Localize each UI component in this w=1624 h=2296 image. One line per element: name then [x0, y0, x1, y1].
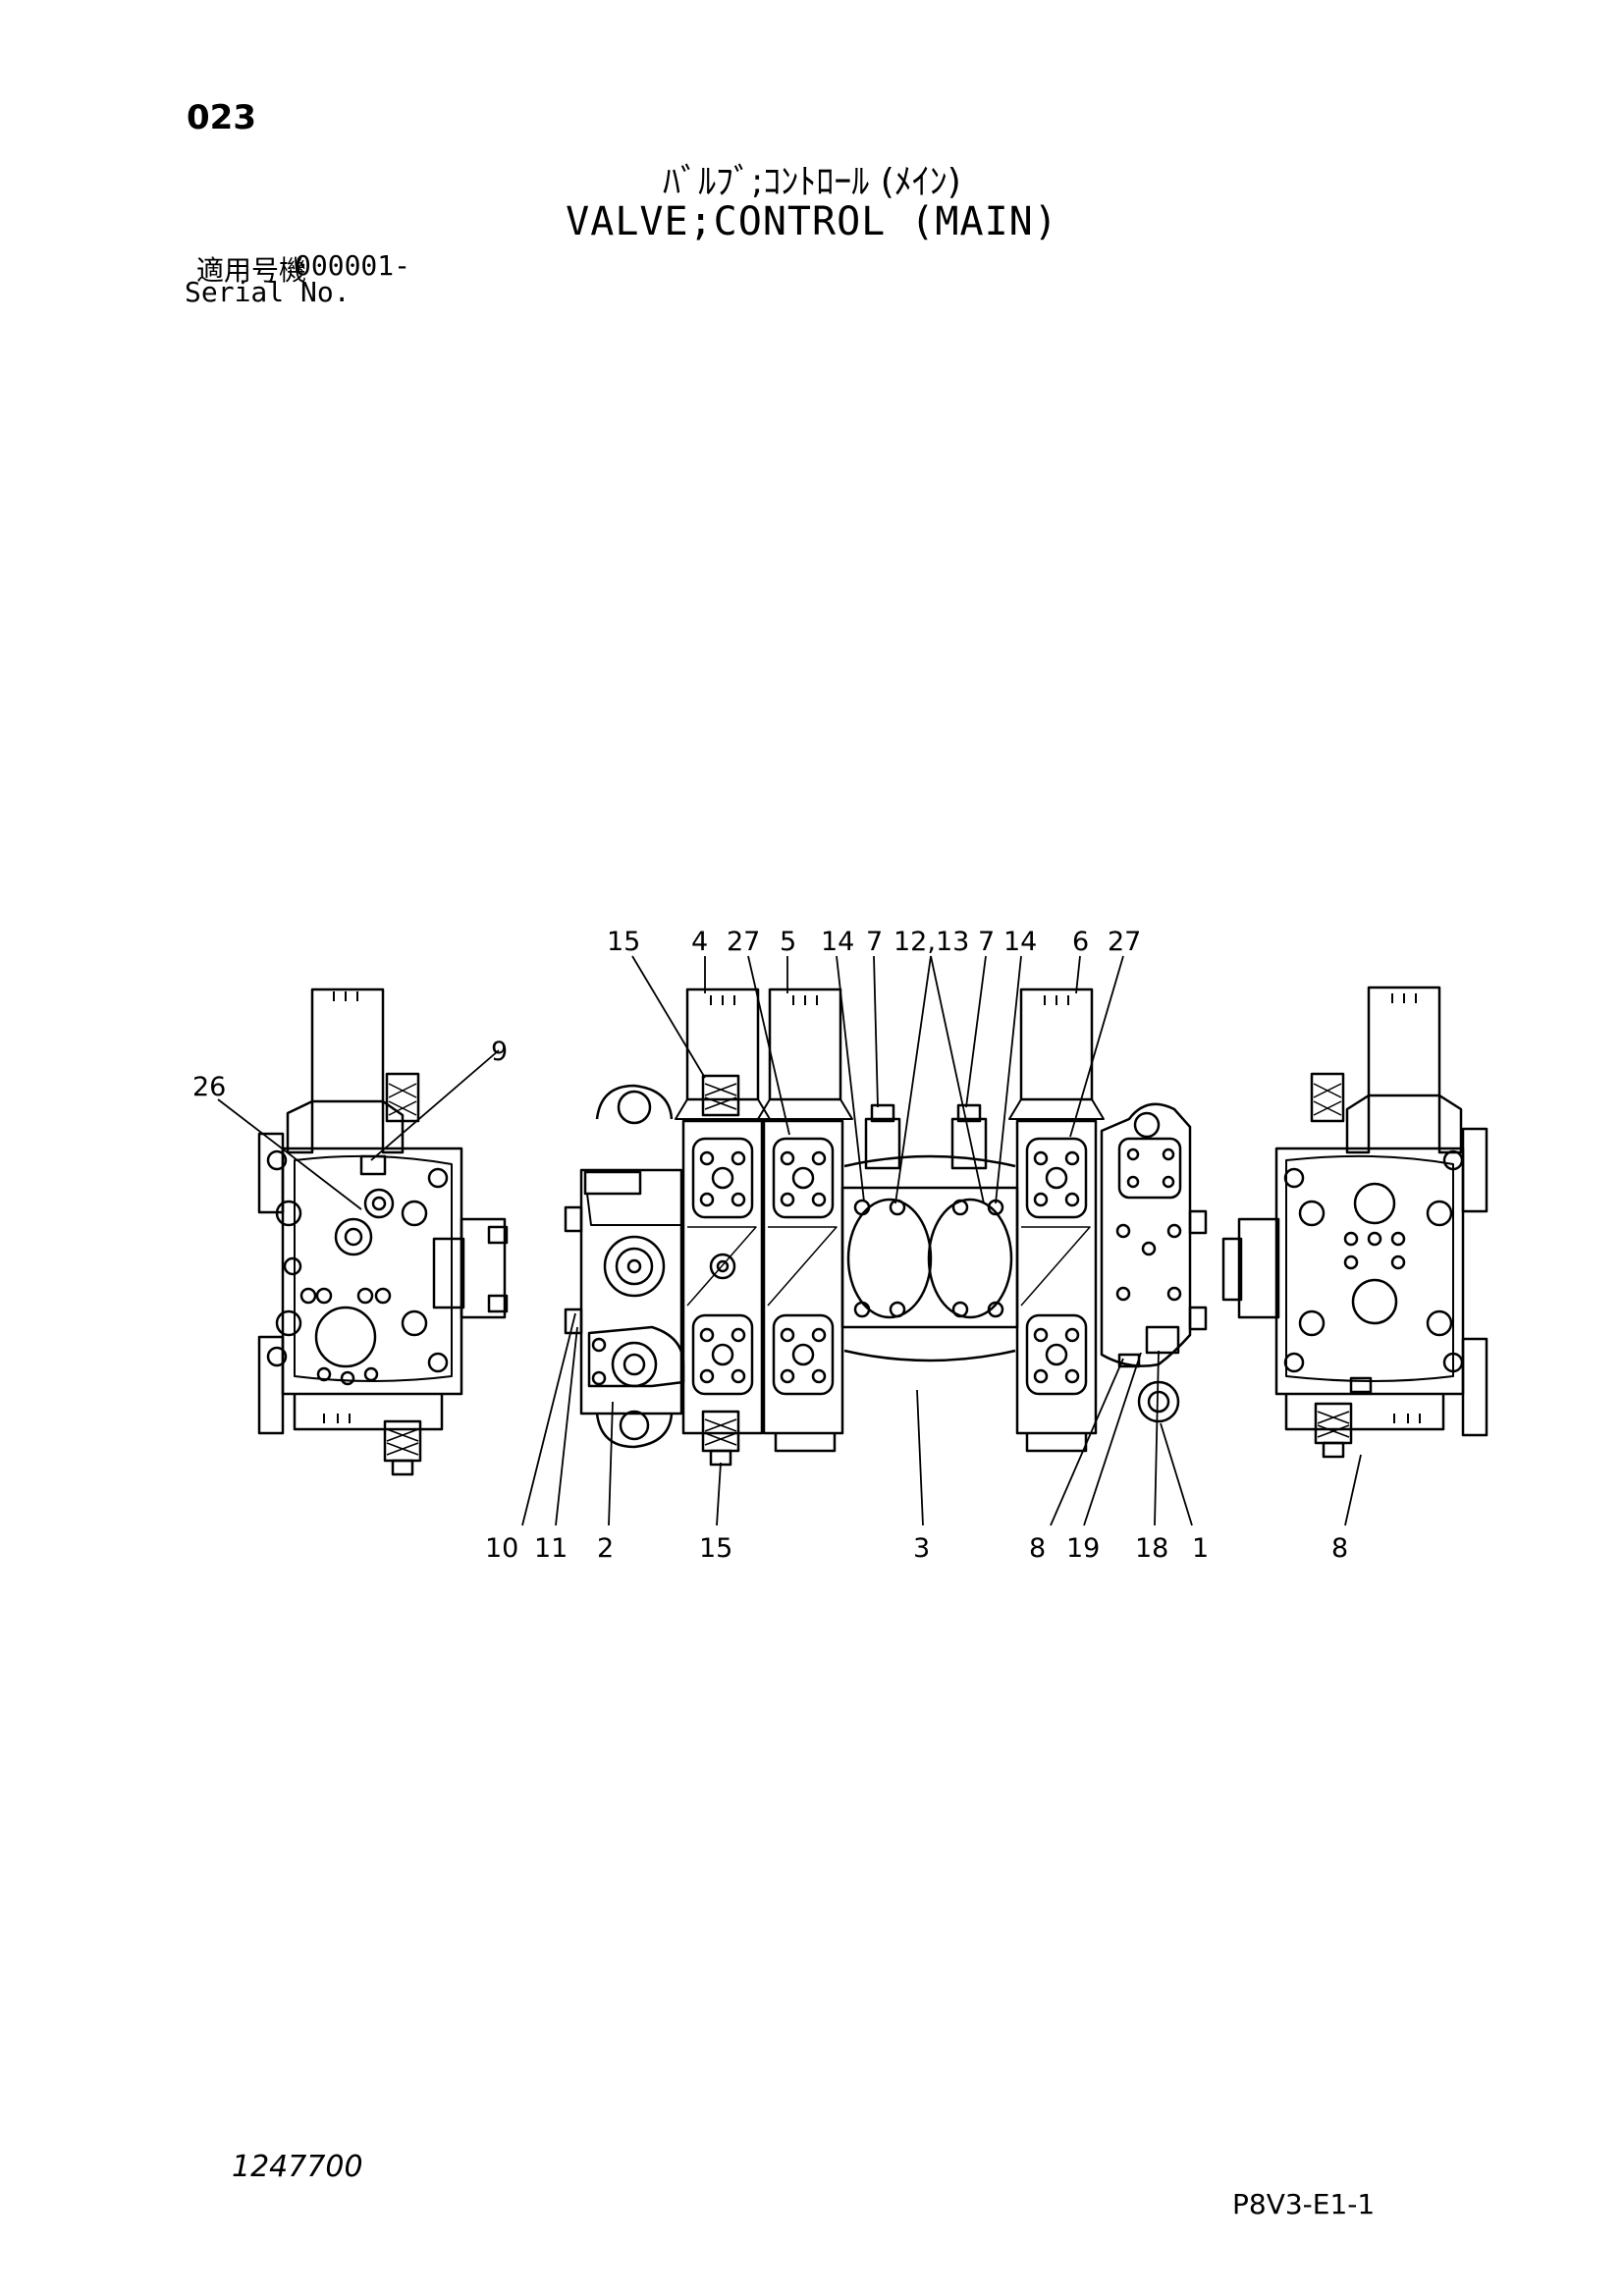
callout-bottom-18: 18 [1135, 1533, 1168, 1564]
callout-top-27b: 27 [1108, 927, 1141, 957]
callout-top-12-13: 12,13 [893, 927, 969, 957]
callout-bottom-8b: 8 [1331, 1533, 1348, 1564]
serial-label-english: Serial No. [185, 276, 351, 308]
callout-top-14b: 14 [1003, 927, 1037, 957]
callout-bottom-2: 2 [597, 1533, 614, 1564]
callout-top-6: 6 [1072, 927, 1089, 957]
left-side-view [257, 988, 509, 1476]
center-main-view [564, 988, 1208, 1467]
callout-top-5: 5 [780, 927, 796, 957]
callout-top-15: 15 [607, 927, 640, 957]
callout-left-26: 26 [192, 1072, 226, 1102]
callout-bottom-15: 15 [699, 1533, 732, 1564]
callout-labels: 15 4 27 5 14 7 12,13 7 14 6 27 9 26 10 1… [192, 927, 1348, 1564]
callout-top-7: 7 [866, 927, 883, 957]
end-cover-1 [1100, 1102, 1208, 1423]
sheet-code: P8V3-E1-1 [1232, 2188, 1376, 2220]
spool-section-6 [1008, 988, 1105, 1453]
callout-bottom-10: 10 [485, 1533, 518, 1564]
serial-label-japanese: 適用号機 [196, 254, 307, 287]
callout-bottom-8: 8 [1029, 1533, 1046, 1564]
serial-value: 000001- [295, 249, 411, 282]
title-japanese: ﾊﾞﾙﾌﾞ;ｺﾝﾄﾛｰﾙ (ﾒｲﾝ) [663, 162, 961, 202]
drawing-number: 1247700 [232, 2150, 363, 2184]
right-side-view [1221, 986, 1489, 1459]
callout-top-7b: 7 [978, 927, 995, 957]
title-english: VALVE;CONTROL (MAIN) [566, 199, 1058, 244]
page-number: 023 [187, 98, 256, 137]
callout-bottom-3: 3 [913, 1533, 930, 1564]
callout-bottom-1: 1 [1192, 1533, 1209, 1564]
callout-left-9: 9 [491, 1037, 508, 1067]
spool-section-4 [675, 988, 771, 1467]
callout-bottom-19: 19 [1066, 1533, 1100, 1564]
leader-lines [217, 955, 1362, 1526]
callout-bottom-11: 11 [534, 1533, 568, 1564]
callout-top-14: 14 [821, 927, 854, 957]
spool-section-5 [757, 988, 853, 1453]
callout-top-4: 4 [691, 927, 708, 957]
callout-top-27: 27 [727, 927, 760, 957]
center-section-3 [840, 1103, 1019, 1362]
